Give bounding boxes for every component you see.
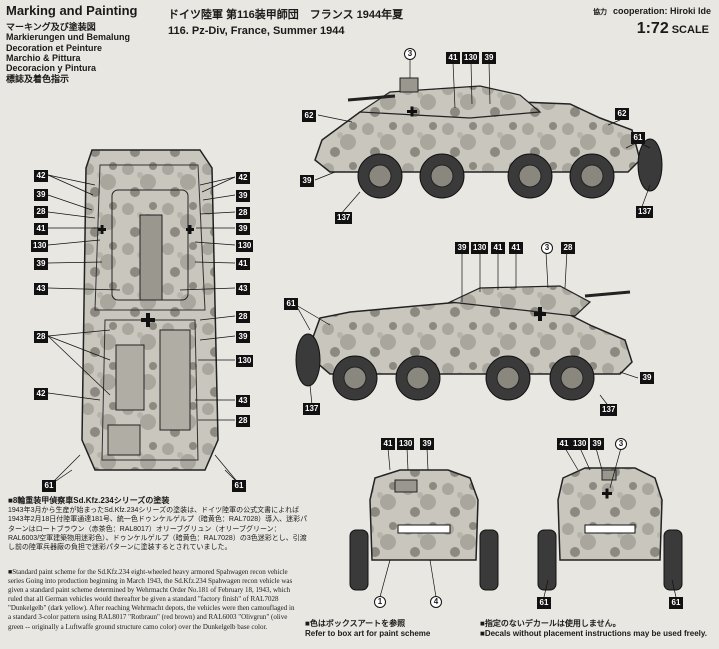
callout: 28: [236, 311, 250, 323]
box-art-note-en: Refer to box art for paint scheme: [305, 629, 431, 638]
front-view: [537, 467, 683, 591]
description-heading-jp: ■8輪重装甲偵察車Sd.Kfz.234シリーズの塗装: [8, 496, 170, 505]
cooperation-credit: 協力 cooperation: Hiroki Ide: [593, 6, 711, 17]
callout: 137: [600, 404, 618, 416]
callout-circled: 3: [615, 438, 627, 450]
callout: 39: [420, 438, 434, 450]
balkenkreuz-marking: [98, 225, 194, 327]
callout: 130: [236, 355, 254, 367]
callout: 61: [669, 597, 683, 609]
callout: 130: [471, 242, 489, 254]
description-body-jp: 1943年3月から生産が始まったSd.Kfz.234シリーズの塗装は、ドイツ陸軍…: [8, 507, 308, 551]
callout: 41: [236, 258, 250, 270]
callout: 39: [236, 331, 250, 343]
callout: 42: [34, 388, 48, 400]
decal-note-jp: ■指定のないデカールは使用しません。: [480, 619, 621, 628]
header-subtitle: ドイツ陸軍 第116装甲師団 フランス 1944年夏 116. Pz-Div, …: [168, 6, 403, 37]
decal-note-en: ■Decals without placement instructions m…: [480, 629, 707, 638]
lang-line: マーキング及び塗装図: [6, 21, 96, 32]
callout: 28: [34, 206, 48, 218]
callout: 39: [455, 242, 469, 254]
paint-scheme-description: ■8輪重装甲偵察車Sd.Kfz.234シリーズの塗装 1943年3月から生産が始…: [8, 496, 463, 552]
subtitle-en: 116. Pz-Div, France, Summer 1944: [168, 25, 345, 37]
callout: 39: [34, 258, 48, 270]
callout: 41: [509, 242, 523, 254]
callout: 41: [34, 223, 48, 235]
header-left: Marking and Painting マーキング及び塗装図 Markieru…: [6, 3, 166, 84]
callout-circled: 3: [541, 242, 553, 254]
leader-lines-right: [295, 58, 677, 598]
callout: 41: [557, 438, 571, 450]
callout: 28: [561, 242, 575, 254]
callout: 61: [537, 597, 551, 609]
callout-circled: 4: [430, 596, 442, 608]
callout: 137: [303, 403, 321, 415]
box-art-note: ■色はボックスアートを参照 Refer to box art for paint…: [305, 618, 430, 638]
callout: 41: [381, 438, 395, 450]
callout: 39: [300, 175, 314, 187]
box-art-note-jp: ■色はボックスアートを参照: [305, 619, 406, 628]
callout: 39: [236, 223, 250, 235]
callout: 39: [590, 438, 604, 450]
callout: 61: [42, 480, 56, 492]
callout: 137: [636, 206, 654, 218]
callout: 28: [236, 207, 250, 219]
callout: 130: [397, 438, 415, 450]
callout: 39: [34, 189, 48, 201]
callout: 43: [236, 283, 250, 295]
lang-line: Markierungen und Bemalung: [6, 32, 131, 43]
callout: 61: [284, 298, 298, 310]
callout: 39: [640, 372, 654, 384]
callout: 42: [236, 172, 250, 184]
lang-line: Decoration et Peinture: [6, 42, 103, 53]
callout: 130: [236, 240, 254, 252]
subtitle-jp: ドイツ陸軍 第116装甲師団 フランス 1944年夏: [168, 9, 404, 21]
description-body-en: ■Standard paint scheme for the Sd.Kfz.23…: [8, 568, 295, 631]
cooperation-jp: 協力: [592, 9, 607, 16]
callout: 130: [462, 52, 480, 64]
callout: 28: [34, 331, 48, 343]
callout: 62: [302, 110, 316, 122]
cooperation-text: cooperation: Hiroki Ide: [612, 6, 711, 16]
callout: 130: [31, 240, 49, 252]
top-view-hull: [81, 149, 219, 471]
lang-line: Decoracion y Pintura: [6, 63, 97, 74]
callout: 42: [34, 170, 48, 182]
callout: 39: [236, 190, 250, 202]
side-view-right: [314, 77, 663, 199]
scale-value: 1:72: [636, 20, 669, 37]
lang-line: Marchio & Pittura: [6, 52, 81, 63]
callout: 61: [232, 480, 246, 492]
callout: 43: [236, 395, 250, 407]
leader-lines: [47, 174, 241, 486]
scale-word: SCALE: [671, 24, 709, 36]
callout: 39: [482, 52, 496, 64]
callout-circled: 3: [404, 48, 416, 60]
callout-circled: 1: [374, 596, 386, 608]
callout: 130: [571, 438, 589, 450]
callout: 28: [236, 415, 250, 427]
callout: 43: [34, 283, 48, 295]
decal-note: ■指定のないデカールは使用しません。 ■Decals without place…: [480, 618, 707, 638]
side-view-left: [295, 285, 633, 401]
description-en-block: ■Standard paint scheme for the Sd.Kfz.23…: [8, 568, 298, 632]
callout: 61: [631, 132, 645, 144]
rear-view: [349, 469, 499, 591]
callout: 137: [335, 212, 353, 224]
callout: 41: [491, 242, 505, 254]
callout: 41: [446, 52, 460, 64]
lang-line: 標誌及着色指示: [6, 73, 70, 84]
callout: 62: [615, 108, 629, 120]
page-title: Marking and Painting: [6, 3, 138, 18]
